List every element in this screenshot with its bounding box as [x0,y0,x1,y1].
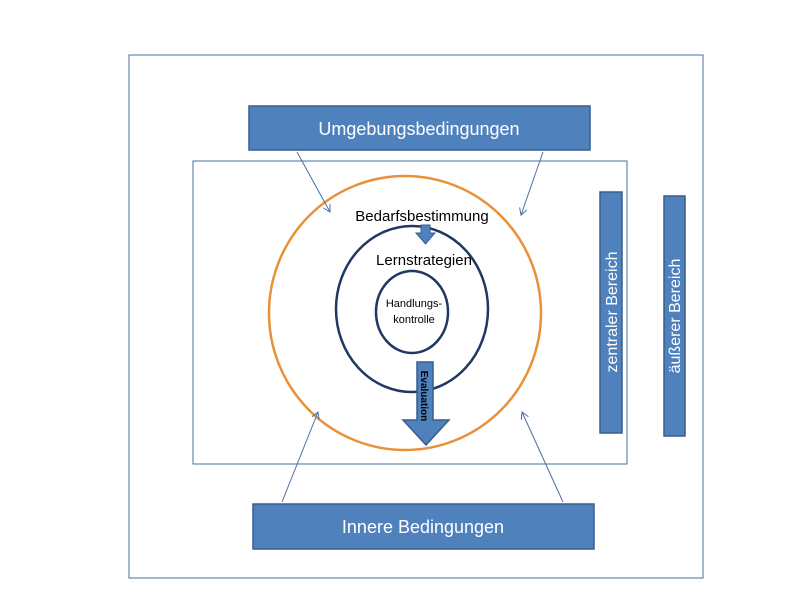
inner-circle [374,269,450,355]
connector-arrows [281,151,564,503]
need-label: Bedarfsbestimmung [355,208,488,225]
outer-frame [128,54,704,579]
evaluation-label: Evaluation [418,371,429,422]
inner-conditions-box [252,503,595,550]
inner-conditions-label: Innere Bedingungen [342,517,504,537]
control-label-1: Handlungs- [386,298,443,310]
environment-box [248,105,591,151]
arrow-bottom-left [281,412,318,503]
outer-area-bar [663,195,686,437]
strategies-label: Lernstrategien [376,252,472,269]
outer-circle [267,174,543,452]
central-area-bar [599,191,623,434]
middle-circle [334,224,490,394]
arrow-top-left [296,151,330,212]
down-arrow-icon [414,224,437,245]
environment-label: Umgebungsbedingungen [318,119,519,139]
central-area-label: zentraler Bereich [604,252,621,373]
inner-frame [192,160,628,465]
arrow-bottom-right [522,412,564,503]
outer-area-label: äußerer Bereich [667,259,684,374]
control-label-2: kontrolle [393,314,435,326]
evaluation-arrow-icon [401,361,451,447]
arrow-top-right [521,151,544,215]
